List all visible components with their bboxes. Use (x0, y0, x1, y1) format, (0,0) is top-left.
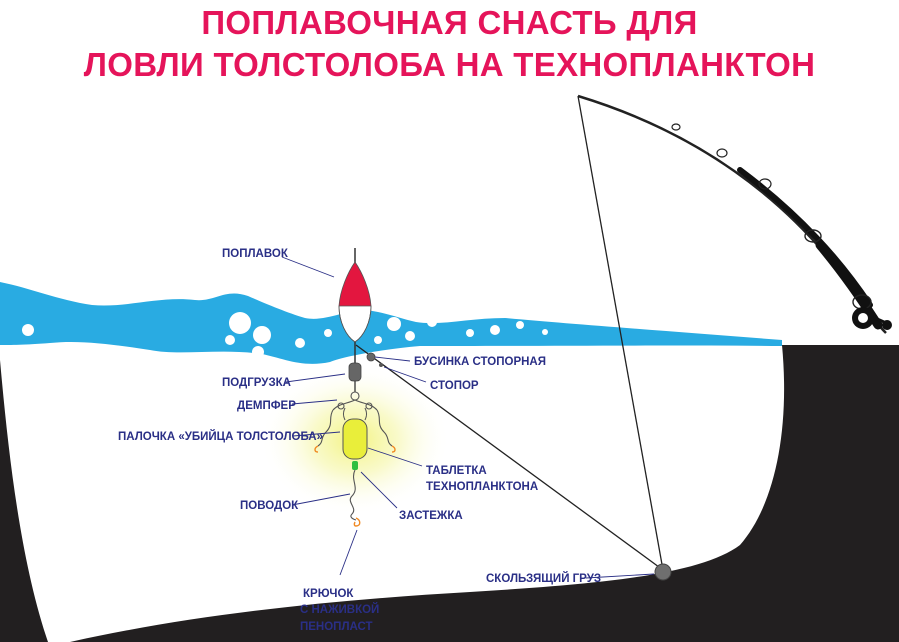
leader-line (349, 469, 357, 521)
label-weight: ПОДГРУЗКА (222, 377, 291, 389)
label-tablet-line-1: ТАБЛЕТКА (426, 465, 487, 477)
sliding-weight-icon (654, 563, 672, 581)
label-stopper-bead: БУСИНКА СТОПОРНАЯ (414, 356, 546, 368)
main-line-rig-to-weight (355, 344, 664, 571)
label-sliding-weight: СКОЛЬЗЯЩИЙ ГРУЗ (486, 572, 601, 585)
label-stick: ПАЛОЧКА «УБИЙЦА ТОЛСТОЛОБА» (118, 430, 323, 443)
label-tablet-line-2: ТЕХНОПЛАНКТОНА (426, 481, 538, 493)
water-bubbles (22, 312, 548, 358)
diagram-title: ПОПЛАВОЧНАЯ СНАСТЬ ДЛЯ ЛОВЛИ ТОЛСТОЛОБА … (0, 2, 899, 86)
label-leader: ПОВОДОК (240, 500, 299, 512)
label-hook-line-2: С НАЖИВКОЙ (300, 603, 379, 616)
float-icon (338, 248, 372, 364)
weight-icon (348, 362, 362, 382)
callout-lines (281, 256, 655, 579)
title-line-2: ЛОВЛИ ТОЛСТОЛОБА НА ТЕХНОПЛАНКТОН (83, 46, 816, 83)
reel-icon (852, 307, 892, 330)
label-float: ПОПЛАВОК (222, 248, 289, 260)
label-hook-line-3: ПЕНОПЛАСТ (300, 621, 373, 633)
plankton-tablet-icon (342, 418, 368, 460)
main-line-rod-to-weight (577, 95, 664, 571)
fishing-rod (577, 94, 892, 334)
branch-hook-right-icon (391, 445, 396, 453)
clasp-icon (352, 461, 358, 470)
label-clasp: ЗАСТЕЖКА (399, 510, 463, 522)
stopper-bead-icon (366, 352, 376, 362)
ground-bank (0, 360, 48, 642)
title-line-1: ПОПЛАВОЧНАЯ СНАСТЬ ДЛЯ (201, 4, 698, 41)
hook-icon (353, 517, 361, 527)
branch-hook-left-icon (314, 445, 319, 453)
damper-icon (317, 391, 393, 447)
label-damper: ДЕМПФЕР (237, 400, 296, 412)
label-stopper: СТОПОР (430, 380, 479, 392)
ground-bottom (70, 345, 899, 642)
stopper-icon (379, 363, 383, 367)
label-hook-line-1: КРЮЧОК (303, 588, 354, 600)
